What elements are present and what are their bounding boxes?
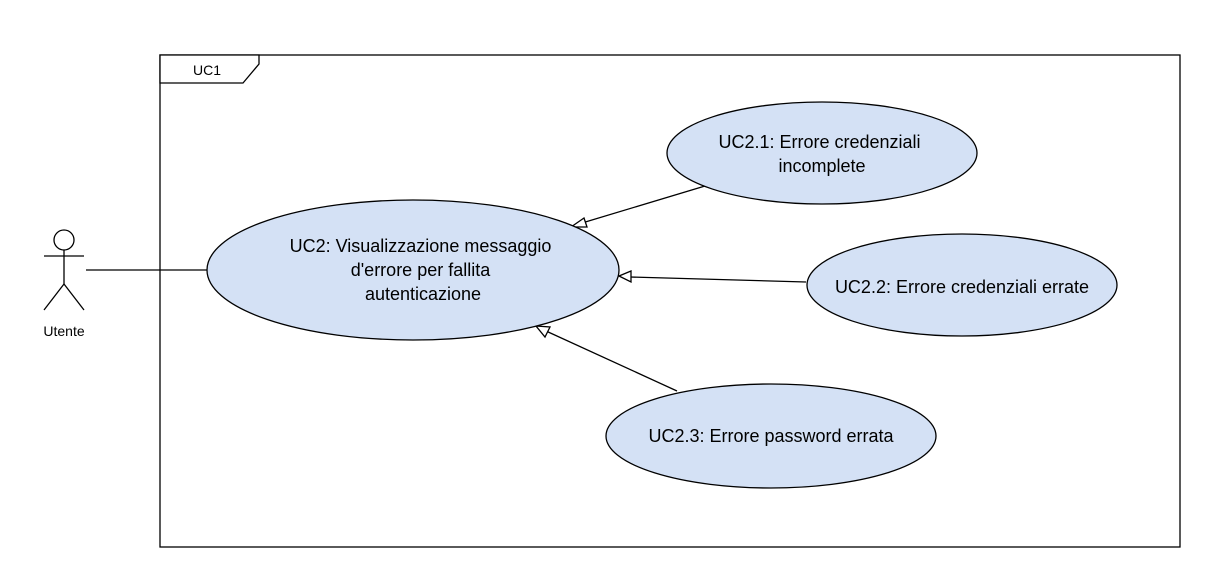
actor-right-leg (63, 283, 85, 311)
use-case-uc2-2[interactable]: UC2.2: Errore credenziali errate (806, 233, 1118, 337)
use-case-ellipse (806, 233, 1118, 337)
use-case-label-line: incomplete (778, 156, 865, 176)
generalization-uc2-1-to-uc2 (568, 185, 706, 228)
use-case-label-line: UC2.1: Errore credenziali (718, 132, 920, 152)
hollow-arrowhead-icon (534, 325, 552, 339)
use-case-uc2[interactable]: UC2: Visualizzazione messaggio d'errore … (206, 199, 620, 341)
actor-left-leg (43, 283, 65, 311)
generalization-uc2-2-to-uc2 (617, 270, 807, 284)
use-case-ellipse (206, 199, 620, 341)
use-case-ellipse (605, 383, 937, 489)
use-case-uc2-3[interactable]: UC2.3: Errore password errata (605, 383, 937, 489)
system-boundary-tab (159, 54, 260, 84)
actor-utente: Utente (43, 229, 85, 339)
hollow-arrowhead-icon (568, 216, 588, 228)
use-case-ellipse (666, 101, 978, 205)
use-case-uc2-1[interactable]: UC2.1: Errore credenziali incomplete (666, 101, 978, 205)
actor-head (53, 229, 75, 251)
generalization-uc2-3-to-uc2 (534, 325, 678, 392)
use-case-label: UC2: Visualizzazione messaggio d'errore … (290, 236, 557, 304)
hollow-arrowhead-icon (617, 270, 632, 284)
system-boundary-label: UC1 (193, 62, 221, 78)
use-case-label: UC2.3: Errore password errata (648, 426, 894, 446)
edge-line (629, 276, 807, 283)
system-boundary: UC1 (159, 54, 1181, 548)
use-case-label-line: autenticazione (365, 284, 481, 304)
edge-line (545, 330, 678, 392)
edge-line (581, 185, 706, 224)
system-boundary-rect (159, 54, 1181, 548)
use-case-label-line: UC2: Visualizzazione messaggio (290, 236, 552, 256)
use-case-label-line: d'errore per fallita (351, 260, 491, 280)
use-case-label: UC2.2: Errore credenziali errate (835, 277, 1089, 297)
use-case-label: UC2.1: Errore credenziali incomplete (718, 132, 925, 176)
actor-label: Utente (43, 323, 84, 339)
